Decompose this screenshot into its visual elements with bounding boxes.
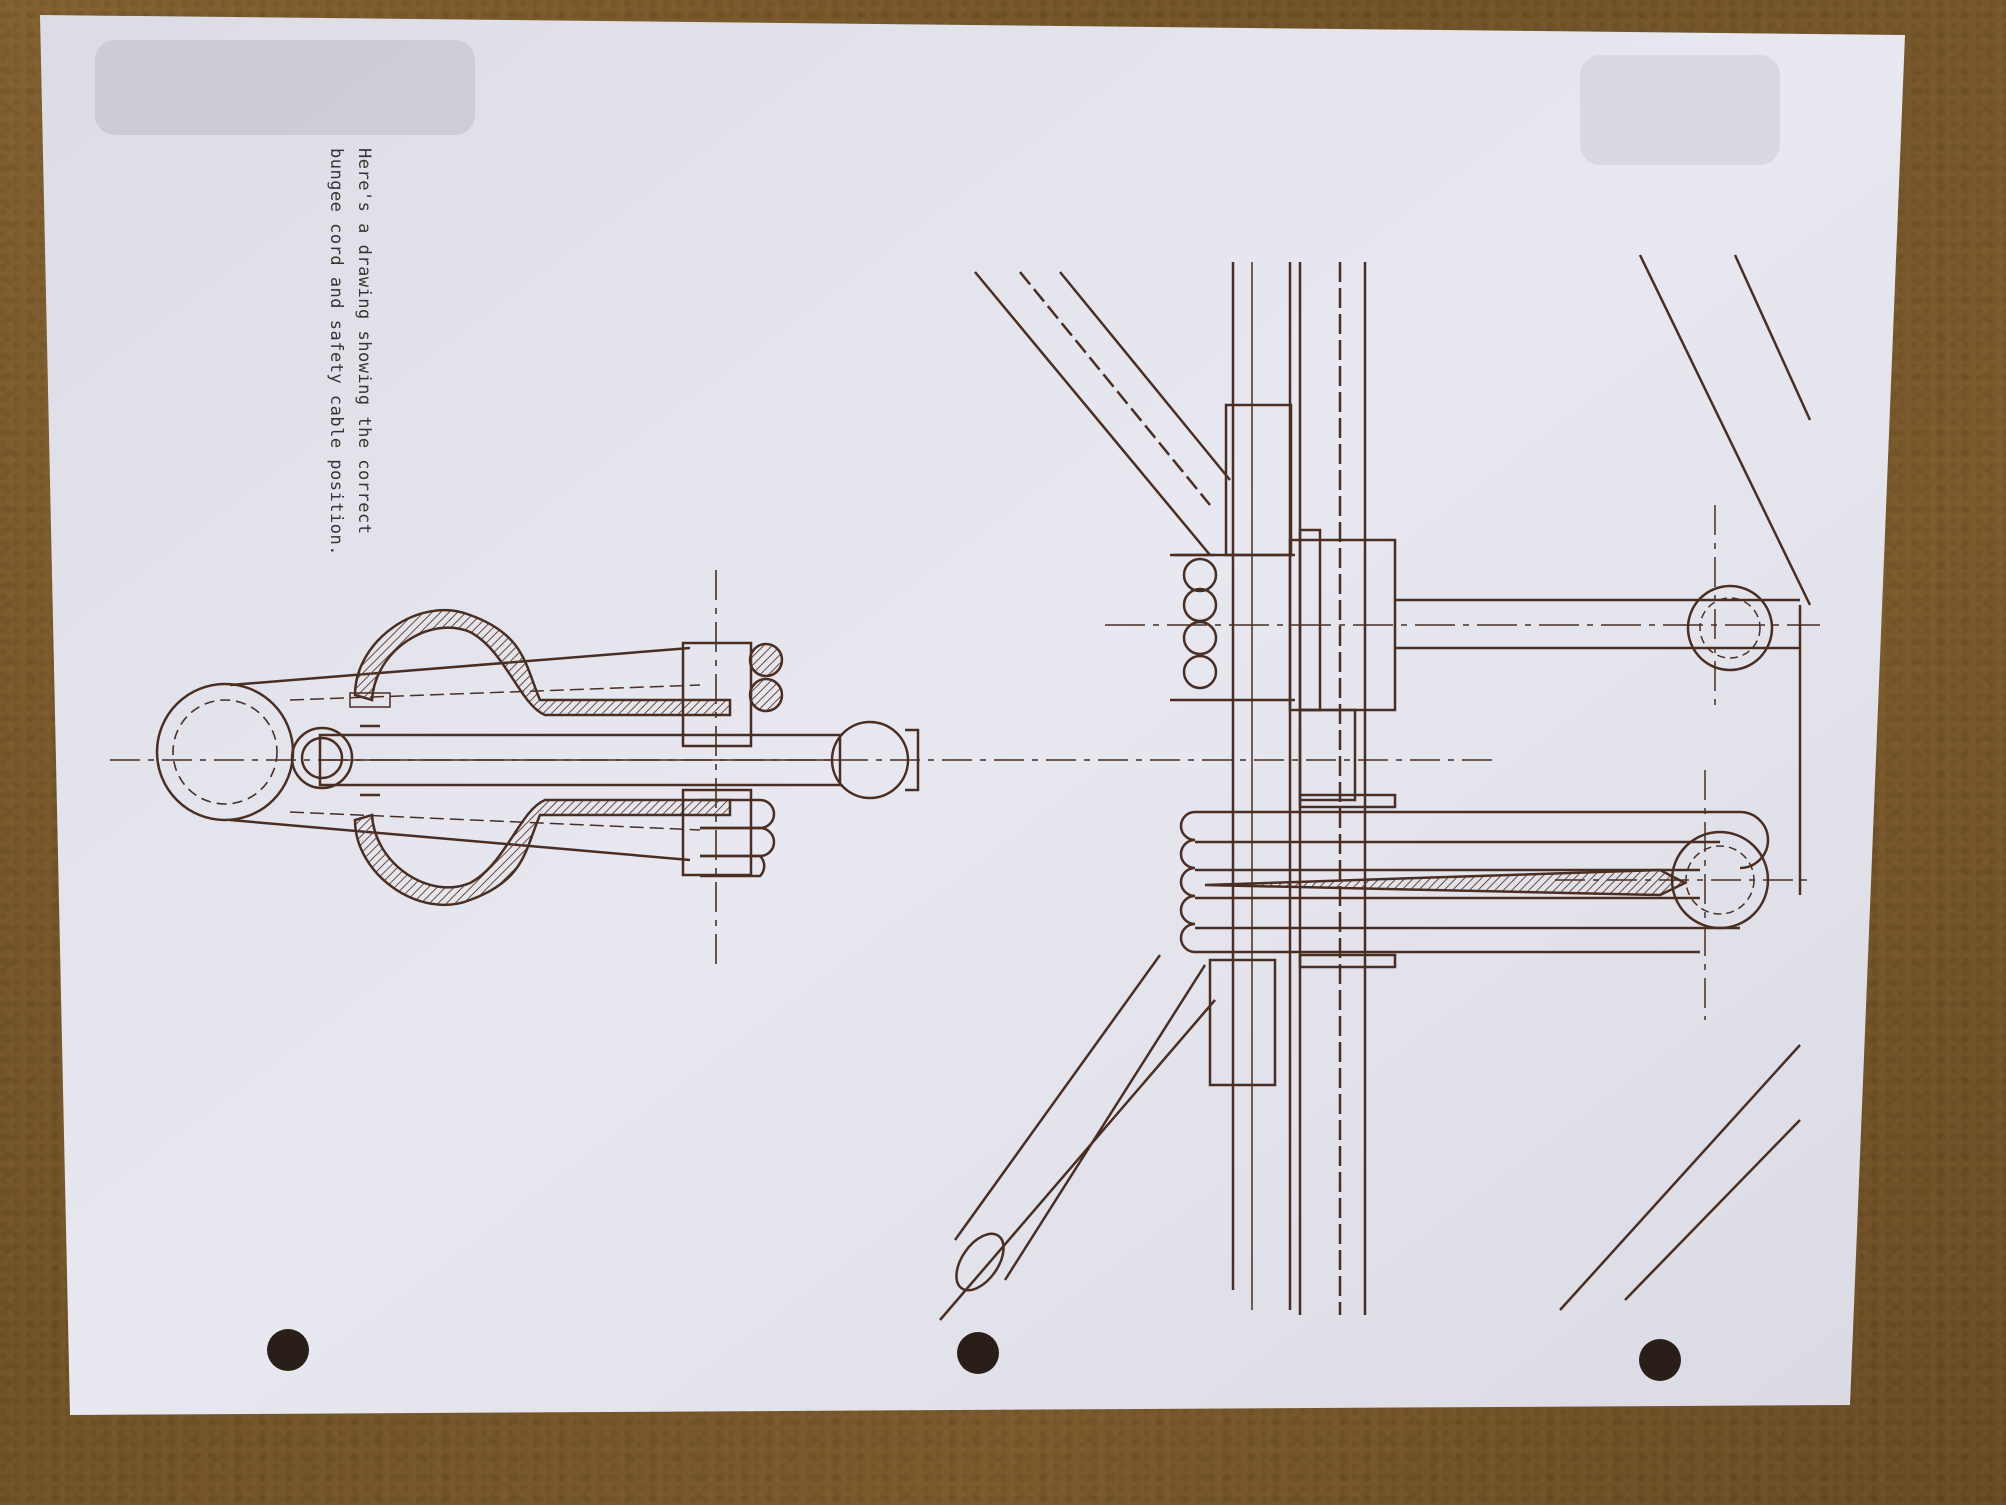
paper-sheet (40, 15, 1905, 1415)
document-caption: Here's a drawing showing the correct bun… (322, 148, 378, 708)
punch-hole-icon (957, 1332, 999, 1374)
caption-line-1: Here's a drawing showing the correct (354, 148, 374, 535)
caption-line-2: bungee cord and safety cable position. (326, 148, 346, 556)
punch-hole-icon (1639, 1339, 1681, 1381)
smudge-mark-right (1580, 55, 1780, 165)
smudge-mark (95, 40, 475, 135)
punch-hole-icon (267, 1329, 309, 1371)
cross-section-drawing (110, 570, 1500, 965)
frame-assembly-drawing (939, 254, 1820, 1321)
